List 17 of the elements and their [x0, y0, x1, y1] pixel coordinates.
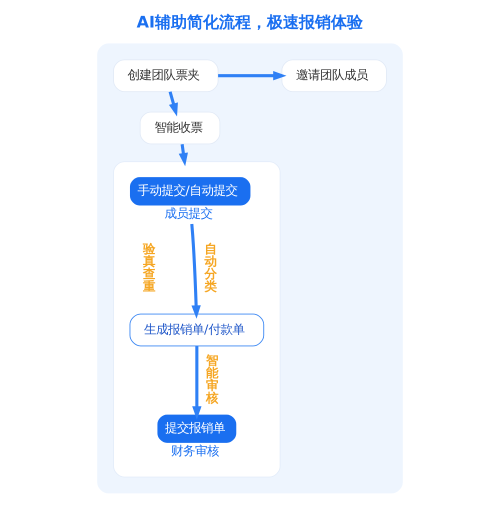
- edge-label: 智能审核: [206, 352, 218, 405]
- node-box: 创建团队票夹: [113, 59, 219, 92]
- edge-label: 自动分类: [204, 241, 216, 294]
- arrow: [168, 91, 178, 116]
- arrow: [178, 144, 188, 166]
- diagram-title: AI辅助简化流程，极速报销体验: [136, 12, 363, 32]
- label: 验真查重: [142, 241, 155, 294]
- arrow: [218, 71, 286, 80]
- node-box: 邀请团队成员: [281, 59, 387, 92]
- cluster: [97, 43, 403, 494]
- arrow: [190, 224, 201, 319]
- cluster: [113, 161, 281, 478]
- arrow: [192, 346, 202, 420]
- node-box: 生成报销单/付款单: [130, 314, 264, 346]
- node-box: 智能收票: [140, 112, 220, 144]
- node-label: 财务审核: [171, 443, 220, 458]
- node-label: 成员提交: [164, 206, 213, 221]
